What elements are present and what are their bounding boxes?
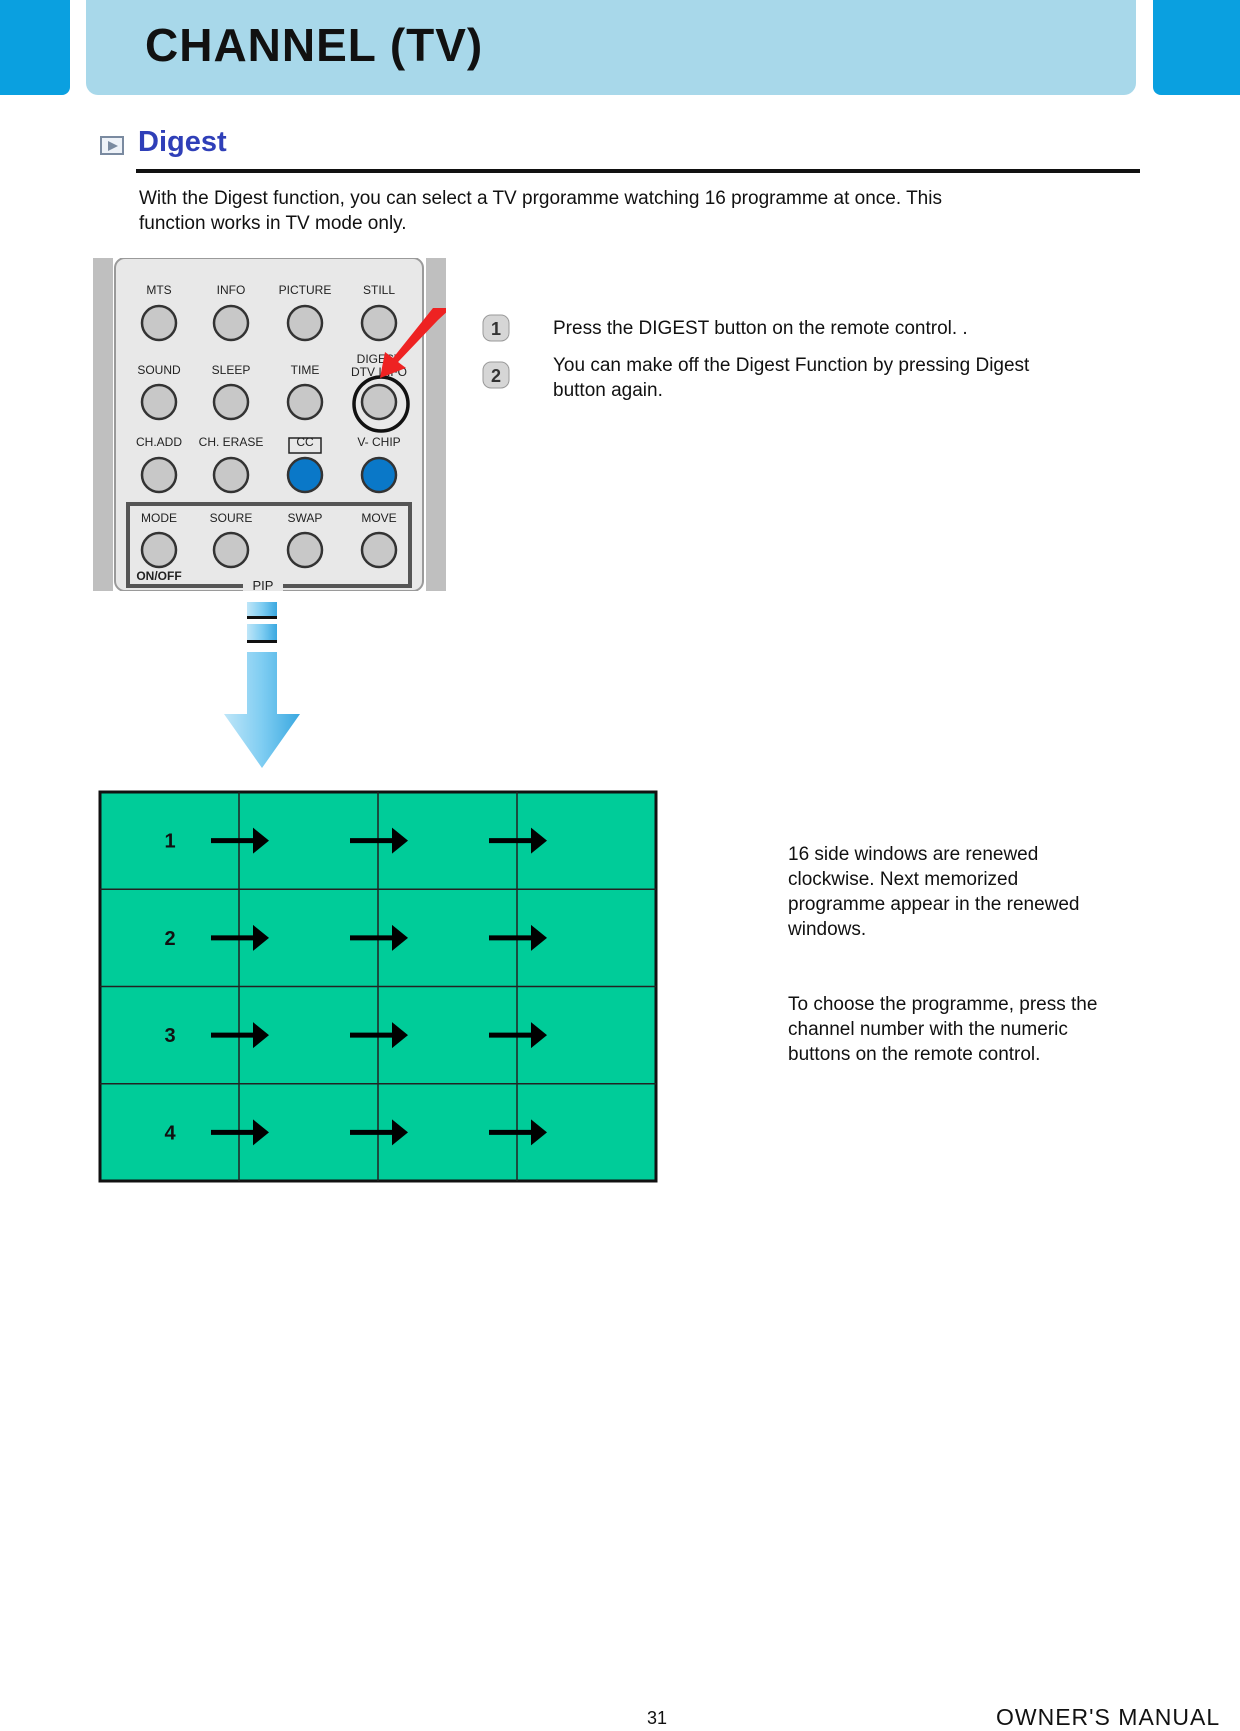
- remote-button: [212, 304, 250, 342]
- right-arrow-icon: [211, 1022, 269, 1049]
- remote-button: [286, 456, 324, 494]
- remote-button: [360, 456, 398, 494]
- remote-label: CH. ERASE: [199, 435, 264, 449]
- svg-text:2: 2: [491, 366, 501, 386]
- remote-label: CH.ADD: [136, 435, 182, 449]
- remote-label: SLEEP: [212, 363, 251, 377]
- digest-window-grid: 1 2 3 4: [98, 790, 658, 1183]
- pip-label: PIP: [253, 578, 274, 591]
- grid-row-label: 2: [164, 928, 175, 950]
- remote-button: [212, 531, 250, 569]
- remote-label: INFO: [217, 283, 246, 297]
- play-icon: [100, 136, 124, 155]
- remote-label: V- CHIP: [357, 435, 400, 449]
- grid-row-label: 3: [164, 1025, 175, 1047]
- section-divider: [136, 169, 1140, 173]
- remote-button: [140, 456, 178, 494]
- remote-label: MODE: [141, 511, 177, 525]
- step-2-badge: 2: [482, 361, 510, 389]
- remote-button: [212, 456, 250, 494]
- right-arrow-icon: [489, 1119, 547, 1146]
- right-arrow-icon: [350, 1022, 408, 1049]
- right-arrow-icon: [350, 1119, 408, 1146]
- header-right-tab: [1153, 0, 1240, 95]
- down-arrow-icon: [224, 602, 300, 768]
- red-pointer-arrow: [380, 308, 446, 378]
- section-title: Digest: [138, 126, 227, 158]
- remote-label: MTS: [146, 283, 171, 297]
- right-arrow-icon: [489, 827, 547, 854]
- step-1-text: Press the DIGEST button on the remote co…: [553, 318, 968, 339]
- footer-manual-label: OWNER'S MANUAL: [996, 1704, 1221, 1730]
- remote-label: SOUND: [137, 363, 181, 377]
- right-arrow-icon: [350, 924, 408, 951]
- on-off-label: ON/OFF: [136, 569, 181, 583]
- right-arrow-icon: [211, 1119, 269, 1146]
- remote-button: [286, 531, 324, 569]
- remote-button: [360, 383, 398, 421]
- header-banner: [86, 0, 1136, 95]
- grid-row-label: 1: [164, 831, 175, 853]
- remote-label: SOURE: [210, 511, 253, 525]
- remote-button: [140, 531, 178, 569]
- step-1-badge: 1: [482, 314, 510, 342]
- header-left-tab: [0, 0, 70, 95]
- intro-text: With the Digest function, you can select…: [139, 188, 942, 234]
- page-title: CHANNEL (TV): [145, 19, 484, 71]
- right-arrow-icon: [350, 827, 408, 854]
- right-arrow-icon: [489, 1022, 547, 1049]
- remote-button: [360, 531, 398, 569]
- note-choose-programme: To choose the programme, press the chann…: [788, 994, 1098, 1065]
- remote-button: [140, 383, 178, 421]
- right-arrow-icon: [211, 827, 269, 854]
- remote-label: CC: [296, 435, 314, 449]
- remote-label: TIME: [291, 363, 320, 377]
- remote-button: [360, 304, 398, 342]
- remote-button: [286, 304, 324, 342]
- right-arrow-icon: [489, 924, 547, 951]
- remote-button: [212, 383, 250, 421]
- remote-label: STILL: [363, 283, 395, 297]
- page-number: 31: [647, 1708, 668, 1728]
- remote-button: [286, 383, 324, 421]
- remote-label: SWAP: [288, 511, 323, 525]
- grid-row-label: 4: [164, 1122, 176, 1144]
- remote-button: [140, 304, 178, 342]
- svg-text:1: 1: [491, 319, 501, 339]
- remote-label: PICTURE: [279, 283, 332, 297]
- cc-box: [288, 437, 322, 454]
- step-2-text: You can make off the Digest Function by …: [553, 355, 1030, 401]
- note-renewed-windows: 16 side windows are renewed clockwise. N…: [788, 844, 1080, 940]
- remote-label: MOVE: [361, 511, 396, 525]
- right-arrow-icon: [211, 924, 269, 951]
